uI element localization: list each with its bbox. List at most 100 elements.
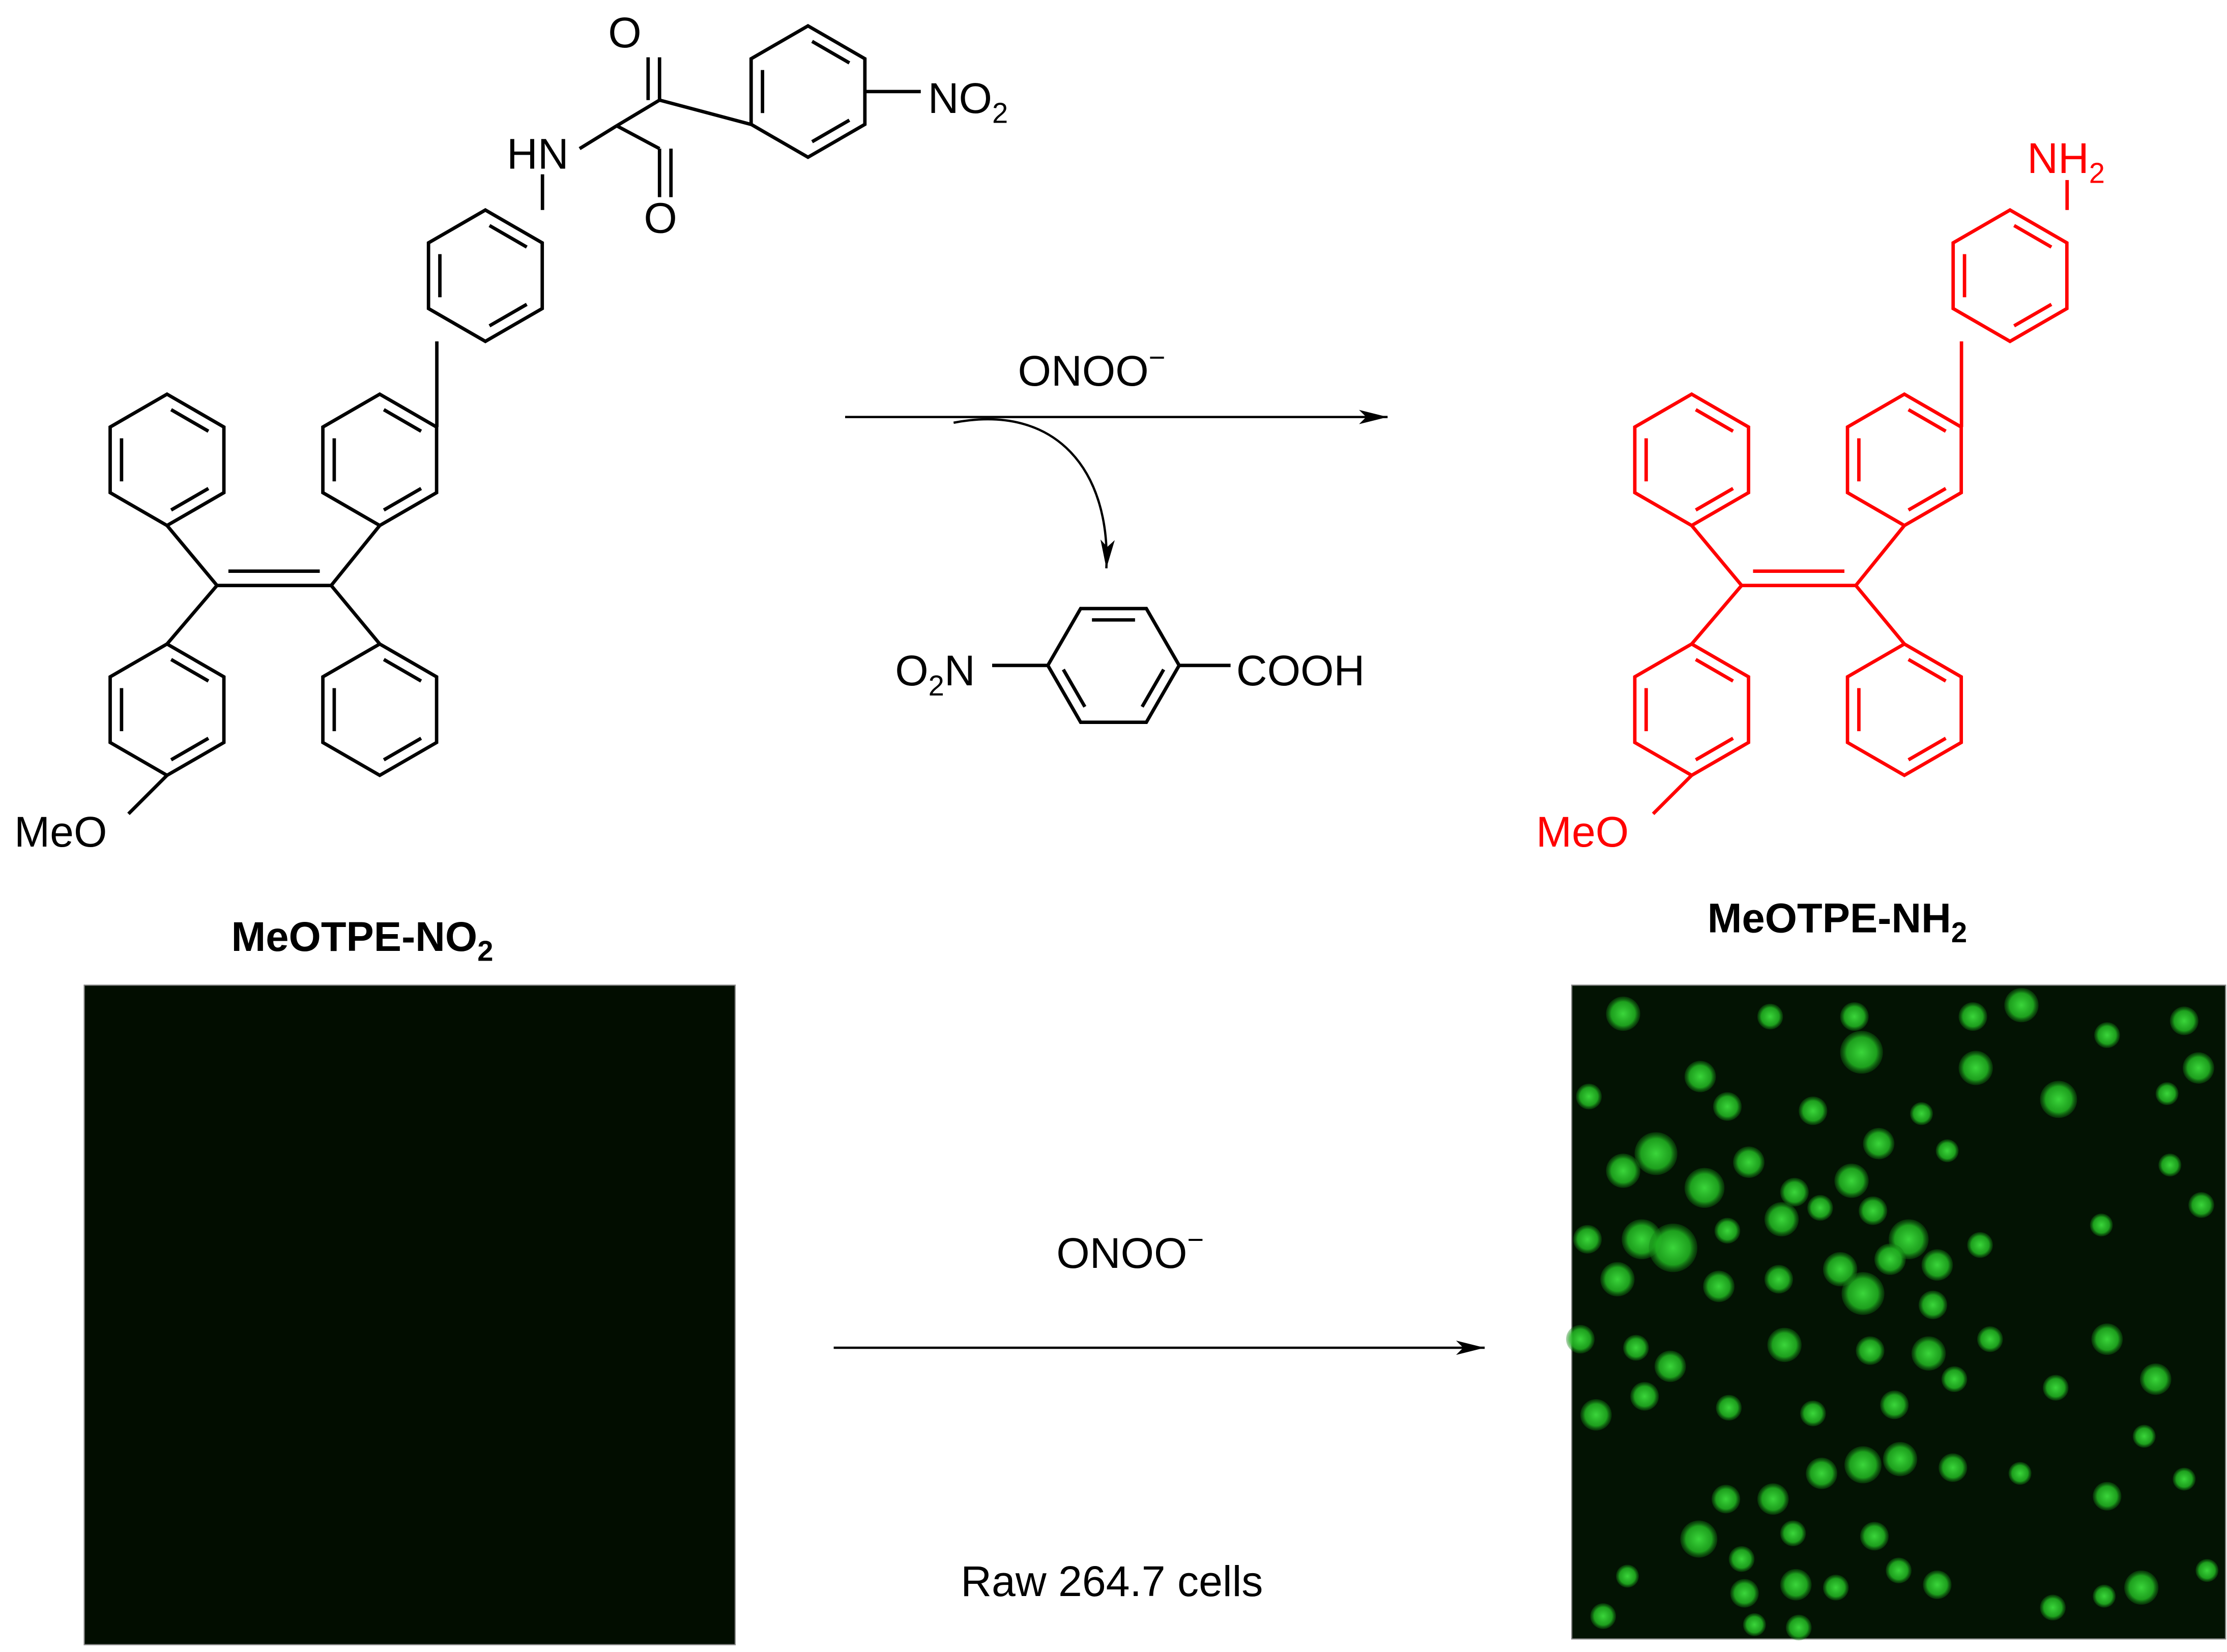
top-reagent-main: ONOO xyxy=(1018,347,1149,395)
fluorescent-cell xyxy=(1764,1202,1799,1237)
fluorescent-cell xyxy=(1921,1249,1953,1281)
fluorescent-cell xyxy=(2093,1584,2116,1608)
fluorescent-cell xyxy=(1590,1603,1616,1629)
byproduct-acid-group: COOH xyxy=(1236,647,1365,694)
product-biphenyl-upper xyxy=(1951,208,2069,343)
product-labels: NH2 MeO xyxy=(1536,134,2105,856)
ring-double-bond xyxy=(383,408,422,433)
fluorescent-cell xyxy=(1757,1483,1789,1515)
reactant-nitro-main: NO xyxy=(928,74,992,122)
fluorescent-cell xyxy=(1807,1195,1833,1221)
ring-double-bond xyxy=(170,408,210,433)
fluorescent-cell xyxy=(1939,1453,1968,1482)
fluorescent-cell xyxy=(1780,1520,1806,1547)
fluorescent-cell xyxy=(1918,1290,1948,1319)
product-name-sub: 2 xyxy=(1951,916,1967,948)
fluorescent-cell xyxy=(2188,1192,2214,1218)
top-reagent-label: ONOO− xyxy=(1018,341,1166,394)
ring-double-bond xyxy=(1907,487,1947,512)
bottom-reagent-sup: − xyxy=(1187,1223,1204,1255)
fluorescent-cell xyxy=(1886,1557,1912,1583)
fluorescent-cell xyxy=(1580,1399,1612,1431)
fluorescent-cell xyxy=(1757,1003,1783,1030)
reactant-nitrophenyl xyxy=(749,23,867,159)
fluorescent-cell xyxy=(1844,1446,1882,1484)
dark-cell-image xyxy=(83,984,736,1645)
aryl-methoxy-bond xyxy=(1652,774,1693,816)
ring-double-bond xyxy=(1907,658,1947,683)
ring-double-bond xyxy=(2013,303,2052,328)
fluorescent-cell xyxy=(2008,1462,2032,1485)
fluorescent-cell xyxy=(2091,1323,2123,1355)
product-methoxy-group: MeO xyxy=(1536,808,1629,856)
alkene-substituent-bond xyxy=(1854,584,1906,645)
reactant-biphenyl-upper xyxy=(426,208,544,343)
byproduct-nitro-group: O2N xyxy=(895,647,975,702)
byproduct-nitro-n: N xyxy=(944,647,975,694)
reactant-name-sub: 2 xyxy=(477,935,493,967)
fluorescent-cell-image xyxy=(1566,984,2226,1641)
fluorescent-cell xyxy=(1840,1031,1883,1074)
ketone-aryl-bond xyxy=(659,98,751,126)
fluorescent-cell xyxy=(2155,1082,2179,1106)
reactant-phenyl-bottom-right xyxy=(321,642,439,777)
bottom-reagent-main: ONOO xyxy=(1056,1229,1187,1277)
fluorescent-cell xyxy=(2093,1482,2122,1511)
ring-outline xyxy=(1046,606,1181,724)
fluorescent-cell xyxy=(2183,1052,2214,1084)
ring-double-bond xyxy=(383,737,422,762)
reactant-oxygen-top: O xyxy=(608,9,641,56)
fluorescent-cell xyxy=(1716,1395,1742,1421)
alkene-substituent-bond xyxy=(165,524,219,587)
fluorescent-cell xyxy=(1630,1382,1659,1411)
fluorescent-cell xyxy=(1713,1092,1742,1121)
fluorescent-cell xyxy=(1977,1326,2003,1352)
reactant-amide-nh: HN xyxy=(507,130,569,178)
fluorescent-cell xyxy=(2040,1595,2066,1620)
reactant-labels: O NO2 HN O MeO xyxy=(14,9,1008,856)
fluorescent-cell xyxy=(2094,1022,2120,1048)
alkene-substituent-bond xyxy=(330,584,381,645)
product-amine-group: NH2 xyxy=(2027,134,2105,189)
fluorescent-cell xyxy=(1958,1002,1987,1031)
amide-bond xyxy=(579,124,618,151)
fluorescent-cell xyxy=(1967,1232,1993,1258)
ring-double-bond xyxy=(383,658,422,683)
product-name: MeOTPE-NH2 xyxy=(1708,895,1967,949)
aryl-methoxy-bond xyxy=(127,774,168,816)
fluorescent-cell xyxy=(1883,1442,1918,1476)
reactant-methoxyphenyl xyxy=(108,642,226,777)
ring-outline xyxy=(1633,392,1750,528)
ring-double-bond xyxy=(488,224,528,249)
reactant-phenyl-top-left xyxy=(108,392,226,528)
ring-double-bond xyxy=(1140,669,1166,708)
ring-outline xyxy=(108,642,226,777)
fluorescent-cell xyxy=(1800,1400,1826,1427)
fluorescent-cell xyxy=(1834,1164,1869,1198)
fluorescent-cell xyxy=(1880,1390,1909,1419)
reactant-name-main: MeOTPE-NO xyxy=(232,914,478,960)
fluorescent-cell xyxy=(1767,1327,1802,1363)
ring-double-bond xyxy=(170,737,210,762)
ring-double-bond xyxy=(170,658,210,683)
fluorescent-cell xyxy=(1606,1153,1640,1188)
fluorescent-cell xyxy=(1680,1520,1718,1558)
fluorescent-cell xyxy=(2139,1363,2172,1395)
fluorescent-cell xyxy=(1859,1196,1888,1225)
fluorescent-cell xyxy=(2173,1467,2196,1491)
fluorescent-cell xyxy=(1799,1096,1828,1125)
product-methoxyphenyl xyxy=(1633,642,1750,777)
ring-outline xyxy=(1845,392,1963,528)
fluorescent-cell xyxy=(1684,1168,1725,1208)
ring-outline xyxy=(426,208,544,343)
ring-double-bond xyxy=(811,119,851,143)
fluorescent-cell xyxy=(2090,1213,2113,1237)
ring-outline xyxy=(321,642,439,777)
fluorescent-cell xyxy=(2170,1006,2199,1035)
top-reagent-sup: − xyxy=(1149,341,1166,373)
ring-outline xyxy=(1845,642,1963,777)
fluorescent-cell xyxy=(1654,1350,1686,1382)
fluorescent-cell xyxy=(1856,1336,1885,1365)
alkene-substituent-bond xyxy=(1854,524,1906,587)
ring-double-bond xyxy=(1061,669,1087,708)
